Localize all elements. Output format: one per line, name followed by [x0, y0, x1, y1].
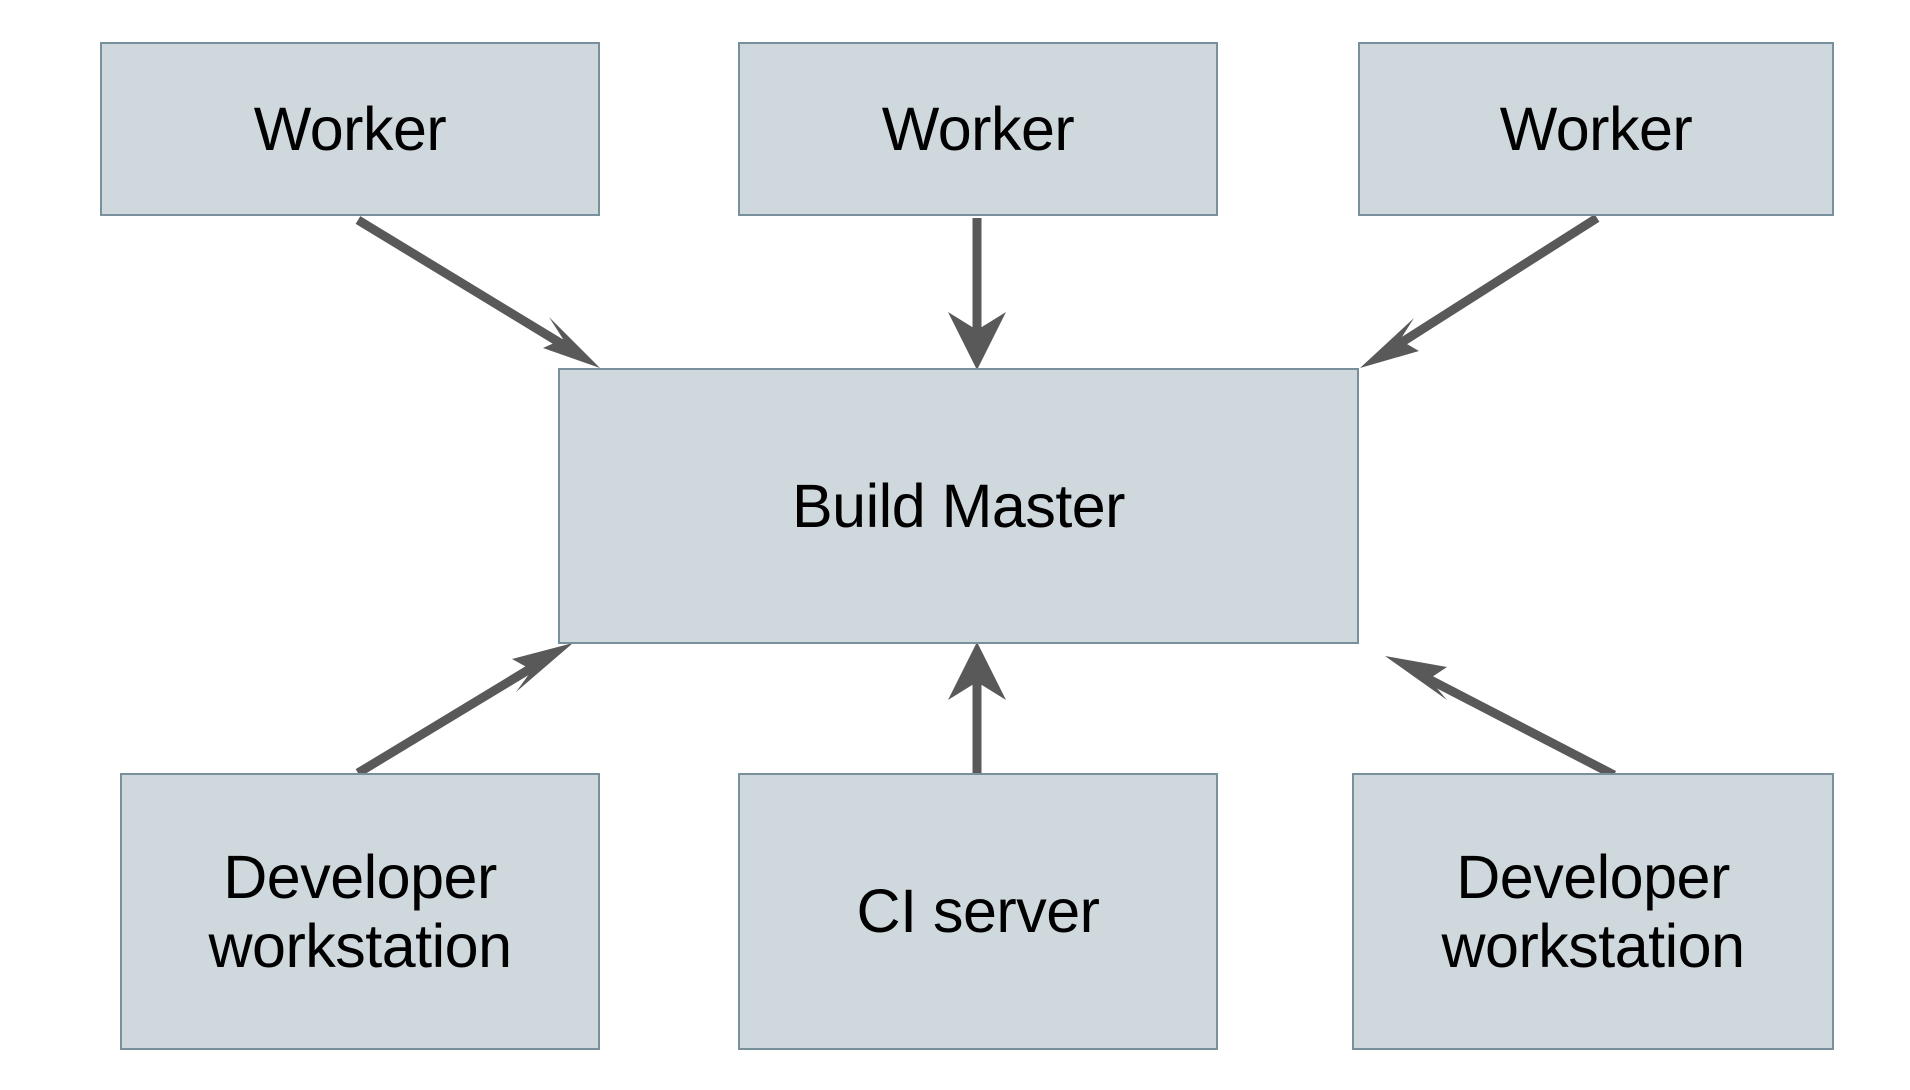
node-worker-2[interactable]: Worker — [738, 42, 1218, 216]
node-build-master-label: Build Master — [791, 471, 1126, 540]
node-developer-workstation-right[interactable]: Developer workstation — [1352, 773, 1834, 1050]
edge-worker2-to-master — [948, 218, 1006, 370]
node-worker-1[interactable]: Worker — [100, 42, 600, 216]
node-ci-server[interactable]: CI server — [738, 773, 1218, 1050]
node-developer-workstation-left[interactable]: Developer workstation — [120, 773, 600, 1050]
node-worker-1-label: Worker — [253, 94, 447, 163]
node-developer-workstation-right-label: Developer workstation — [1441, 843, 1745, 980]
node-worker-2-label: Worker — [881, 94, 1075, 163]
node-worker-3[interactable]: Worker — [1358, 42, 1834, 216]
edge-devleft-to-master — [355, 643, 573, 777]
edge-worker1-to-master — [355, 216, 600, 368]
edge-worker3-to-master — [1360, 214, 1600, 368]
node-developer-workstation-left-label: Developer workstation — [208, 843, 512, 980]
edge-devright-to-master — [1385, 656, 1617, 779]
node-worker-3-label: Worker — [1499, 94, 1693, 163]
node-ci-server-label: CI server — [856, 877, 1100, 946]
node-build-master[interactable]: Build Master — [558, 368, 1359, 644]
edge-ci-to-master — [948, 642, 1006, 775]
